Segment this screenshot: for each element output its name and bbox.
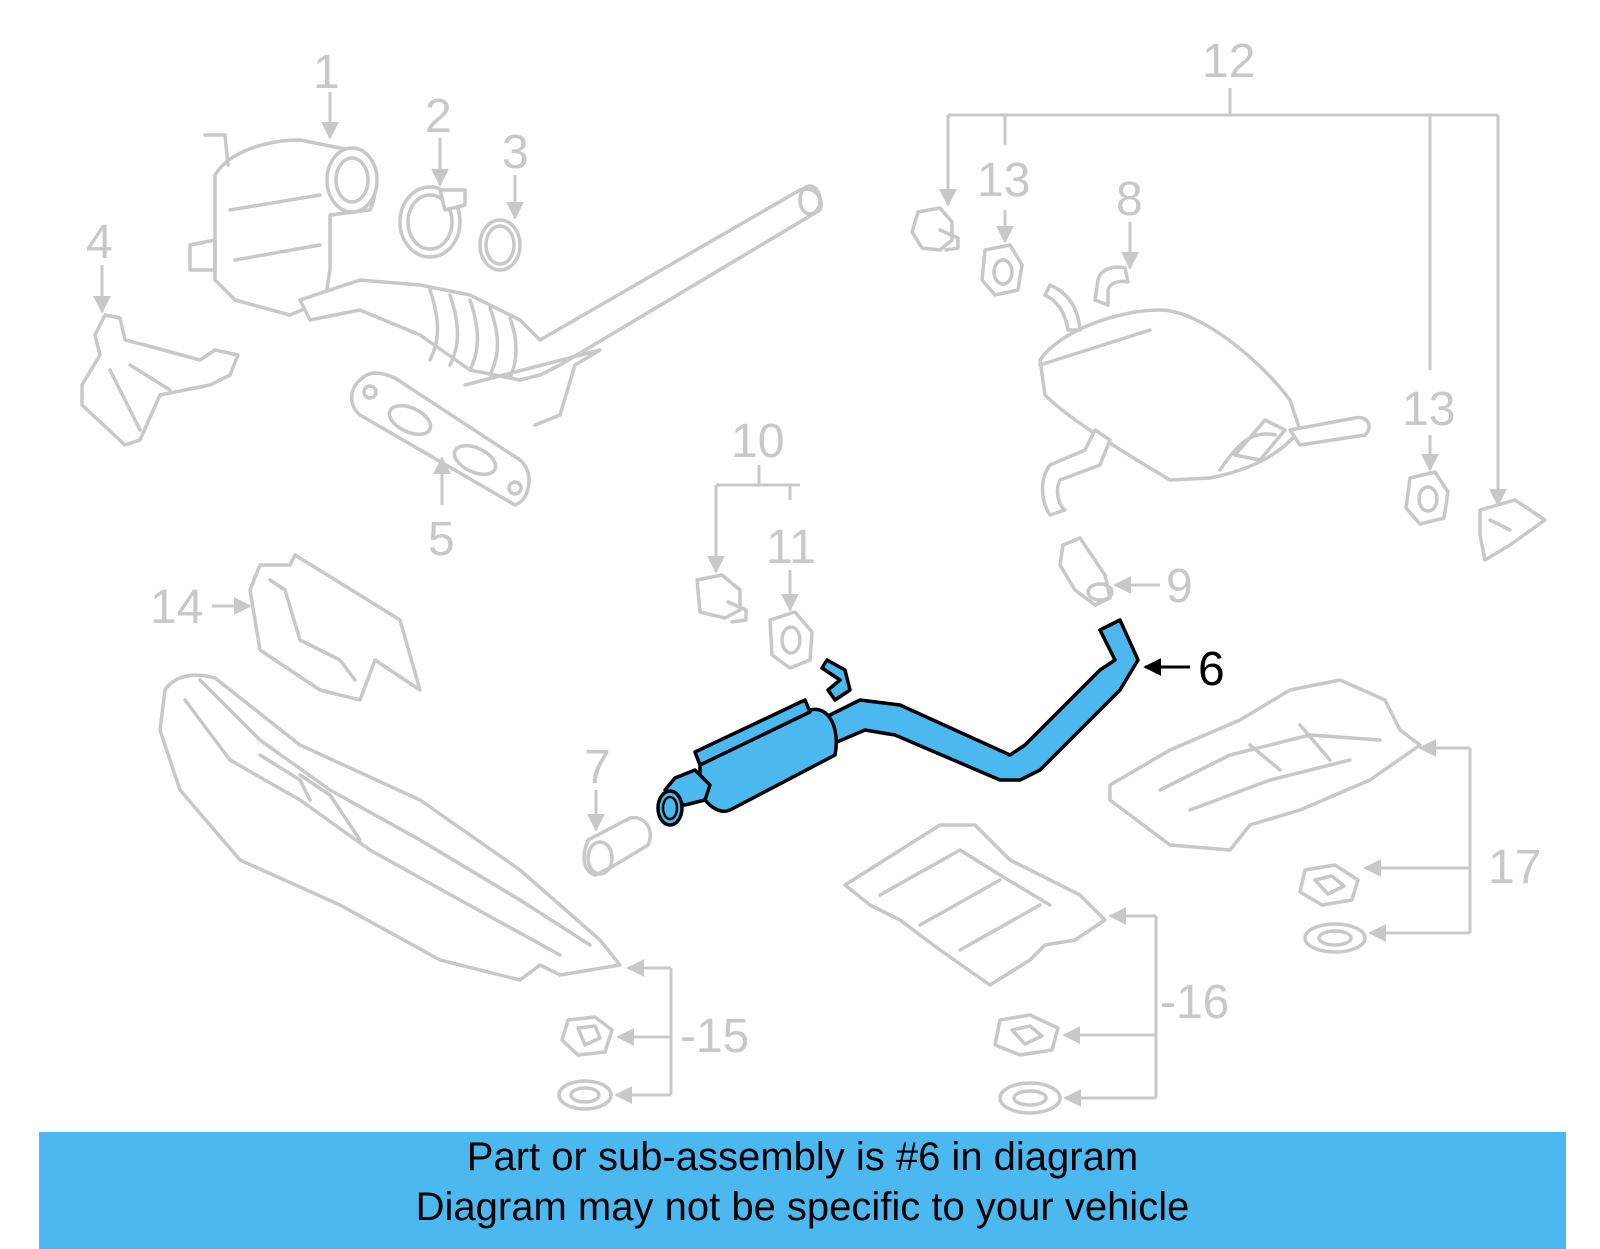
- callout-7: 7: [584, 741, 611, 794]
- part-12-bracket-left: [910, 206, 960, 252]
- part-5-flange-gasket: [350, 371, 531, 507]
- callout-13-right: 13: [1402, 383, 1455, 436]
- callout-4: 4: [86, 216, 113, 269]
- callout-13-upper: 13: [977, 154, 1030, 207]
- part-11-hanger: [768, 610, 814, 670]
- part-17-heat-shield: [1108, 678, 1422, 852]
- part-14-heat-shield: [248, 553, 422, 702]
- part-12-bracket-right: [1478, 498, 1547, 562]
- callout-3: 3: [502, 126, 529, 179]
- info-banner: Part or sub-assembly is #6 in diagram Di…: [39, 1132, 1566, 1249]
- callout-6: 6: [1198, 643, 1225, 696]
- callout-1: 1: [313, 46, 340, 99]
- rear-muffler: [1038, 265, 1371, 517]
- part-9-clamp: [1058, 536, 1114, 607]
- part-6-intermediate-pipe: [656, 618, 1140, 827]
- banner-line-2: Diagram may not be specific to your vehi…: [415, 1185, 1190, 1229]
- part-16-hardware: [993, 1013, 1062, 1115]
- front-pipe: [298, 184, 823, 427]
- part-4-bracket: [80, 313, 240, 447]
- callout-17: 17: [1488, 841, 1541, 894]
- leader-lines: [93, 88, 1507, 1107]
- part-2-clamp: [398, 185, 467, 259]
- part-15-heat-shield: [158, 673, 622, 982]
- callout-15: -15: [680, 1010, 749, 1063]
- callout-9: 9: [1166, 560, 1193, 613]
- part-3-gasket: [478, 218, 522, 272]
- part-10-bracket: [695, 573, 748, 624]
- banner-line-1: Part or sub-assembly is #6 in diagram: [466, 1135, 1139, 1179]
- callout-16: -16: [1160, 976, 1229, 1029]
- callout-2: 2: [425, 90, 452, 143]
- part-16-heat-shield: [843, 823, 1107, 987]
- callout-11: 11: [766, 521, 816, 574]
- part-1-catalytic-converter: [188, 133, 379, 317]
- part-17-hardware: [1298, 863, 1367, 954]
- callout-14: 14: [150, 581, 203, 634]
- callout-8: 8: [1116, 173, 1143, 226]
- part-13-hanger-a: [980, 243, 1024, 297]
- part-7-clamp: [582, 815, 652, 877]
- callout-10: 10: [731, 415, 784, 468]
- part-15-hardware: [557, 1015, 614, 1111]
- callout-12: 12: [1202, 35, 1255, 88]
- part-13-hanger-b: [1404, 470, 1450, 526]
- callout-5: 5: [428, 513, 455, 566]
